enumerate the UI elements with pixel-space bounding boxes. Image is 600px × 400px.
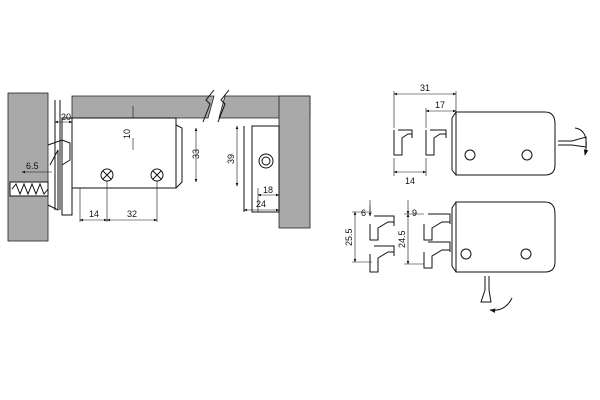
screw-hole-1 (100, 168, 114, 182)
hook-profile-2-lower-edge (428, 241, 451, 252)
dim-label-31: 31 (420, 83, 430, 93)
hook-profile-1-upper (369, 221, 394, 241)
adjuster-screw-inner (261, 156, 271, 166)
bracket-hole-1-top (464, 149, 476, 161)
hook-profile-2-top-edge (430, 129, 447, 138)
hook-detail (47, 139, 71, 166)
dim-ext-14-right (393, 158, 427, 176)
dim-label-25-5: 25.5 (344, 228, 354, 246)
hook-profile-2-upper-edge (428, 213, 451, 224)
screw-hole-2 (150, 168, 164, 182)
top-panel-left (71, 95, 215, 119)
dim-label-24-5: 24.5 (397, 230, 407, 248)
adjuster-body (251, 125, 280, 213)
dim-ext-18 (257, 188, 280, 212)
bracket-hole-2-bottom (520, 248, 532, 260)
dim-label-6: 6 (361, 208, 366, 218)
screwdriver-top (558, 127, 589, 156)
right-side-wall (278, 95, 311, 229)
dim-label-17: 17 (435, 100, 445, 110)
hook-profile-2-top (425, 130, 446, 156)
hook-arm (47, 149, 59, 211)
right-top-view: 31 17 14 (393, 83, 589, 186)
dim-label-32: 32 (127, 209, 137, 219)
screwdriver-bottom (480, 276, 513, 313)
hook-profile-2-lower (423, 249, 450, 269)
dim-label-24: 24 (256, 199, 266, 209)
break-line-1 (202, 89, 215, 123)
bracket-side-top (451, 111, 457, 176)
bracket-side-bottom (451, 201, 457, 273)
dim-label-14: 14 (89, 209, 99, 219)
dim-label-20: 20 (61, 112, 71, 122)
cabinet-side-wall (7, 92, 49, 242)
dim-label-6-5: 6.5 (26, 161, 39, 171)
wall-screw (9, 181, 49, 197)
hanger-plate (61, 117, 73, 216)
hook-profile-2-upper (423, 221, 450, 241)
left-assembly-view: 20 10 33 39 6.5 14 32 18 24 (7, 89, 311, 242)
hook-profile-1-lower (369, 251, 394, 273)
break-line-2 (217, 89, 230, 123)
hook-profile-1-upper-edge (374, 215, 395, 226)
bracket-body-top (455, 111, 556, 176)
bracket-bend (175, 124, 183, 189)
adjuster-screw-outer (258, 153, 274, 169)
right-bottom-view: 25.5 6 9 24.5 (344, 200, 556, 313)
dim-label-33: 33 (191, 149, 201, 159)
bracket-hole-1-bottom (460, 248, 472, 260)
dim-ext-31 (393, 91, 457, 128)
hook-profile-1-lower-edge (374, 245, 395, 256)
dim-ext-lines-bottom (79, 181, 158, 222)
dim-label-14-right: 14 (405, 176, 415, 186)
dim-label-10: 10 (122, 129, 132, 139)
dim-label-39: 39 (226, 154, 236, 164)
dim-label-18: 18 (263, 185, 273, 195)
bracket-body-bottom (455, 201, 556, 273)
hook-profile-1-top-edge (398, 129, 413, 138)
hook-profile-1-top (393, 130, 412, 156)
dim-label-9: 9 (412, 208, 417, 218)
bracket-hole-2-top (521, 149, 533, 161)
dim-ext-24-5 (404, 213, 424, 265)
